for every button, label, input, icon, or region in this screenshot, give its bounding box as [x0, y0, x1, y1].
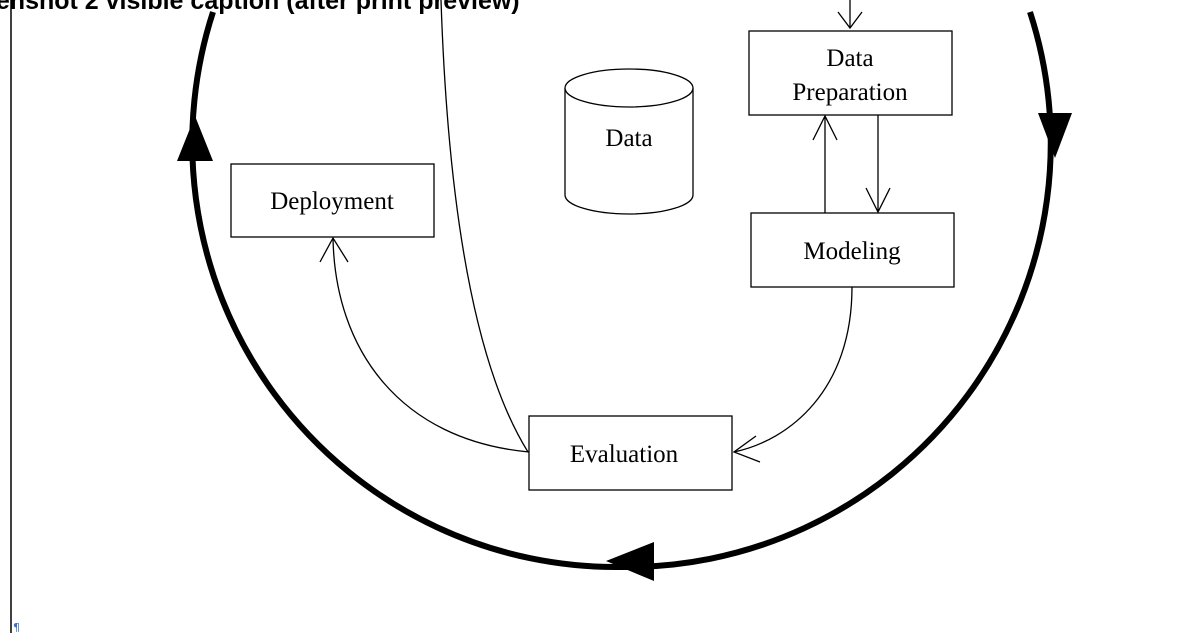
- cycle-arrowhead-left-icon: [177, 116, 213, 161]
- arrow-data-preparation-to-modeling: [865, 115, 891, 214]
- node-data-preparation-line1: Data: [826, 45, 873, 72]
- cycle-arrowhead-bottom-icon: [606, 542, 654, 581]
- node-data-preparation: Data Preparation: [748, 30, 953, 116]
- business-understanding-to-evaluation-line: [440, 0, 529, 453]
- paragraph-mark-icon: ¶: [13, 621, 20, 633]
- node-deployment: Deployment: [230, 163, 435, 238]
- node-data-cylinder: Data: [564, 68, 694, 215]
- arrow-evaluation-to-deployment: [332, 237, 530, 453]
- figure-caption: eenshot 2 visible caption (after print p…: [0, 0, 520, 15]
- node-data-label: Data: [605, 125, 652, 152]
- node-data-preparation-line2: Preparation: [792, 79, 908, 106]
- arrow-modeling-to-evaluation-head: [732, 435, 761, 463]
- node-evaluation: Evaluation: [528, 415, 733, 491]
- arrow-modeling-to-evaluation: [733, 286, 853, 453]
- node-modeling-label: Modeling: [803, 238, 901, 265]
- arrow-evaluation-to-deployment-head: [319, 236, 349, 263]
- cycle-arrowhead-right-icon: [1038, 113, 1072, 158]
- node-deployment-label: Deployment: [270, 188, 394, 215]
- arrow-into-data-preparation: [837, 0, 863, 30]
- node-modeling: Modeling: [750, 212, 955, 288]
- node-evaluation-label: Evaluation: [570, 441, 679, 468]
- arrow-modeling-to-data-preparation: [812, 114, 838, 213]
